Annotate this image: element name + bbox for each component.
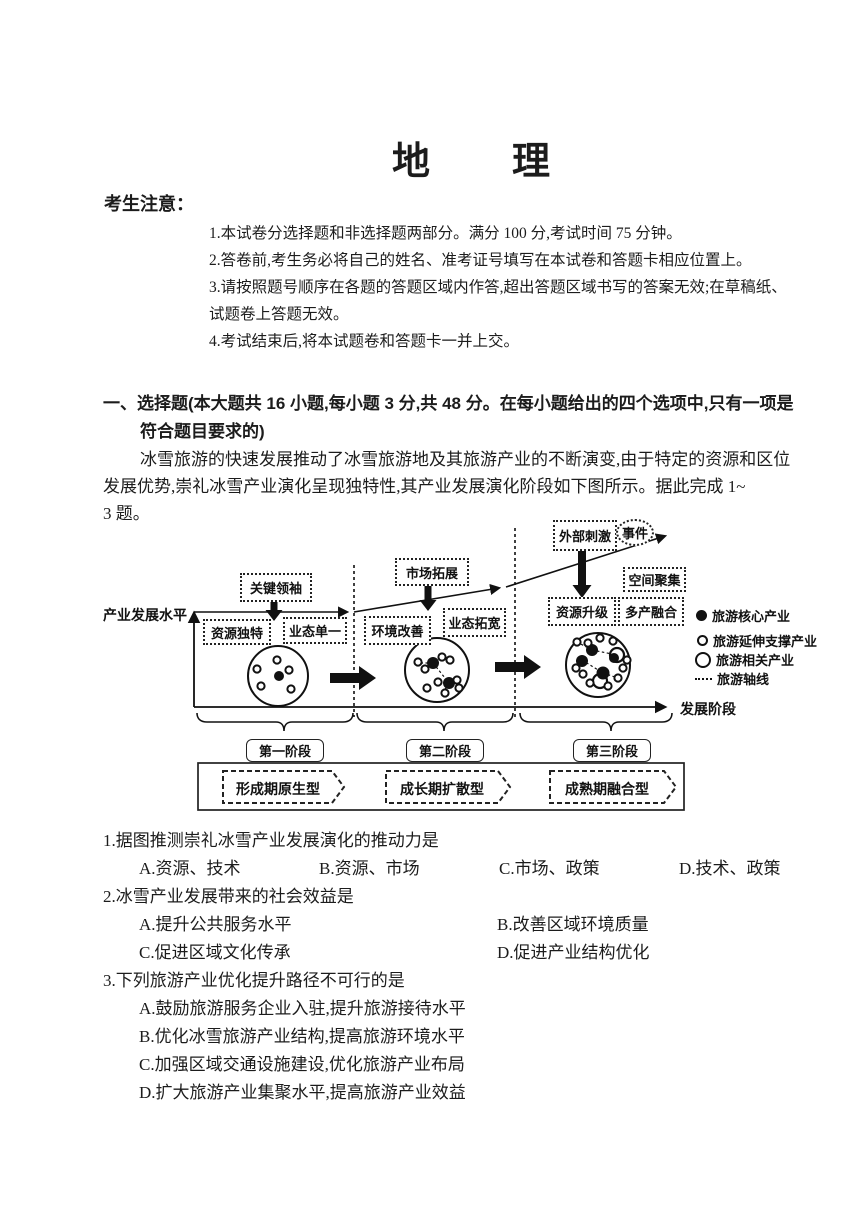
feature-box-stage1-resources: 资源独特: [203, 619, 271, 645]
question-1-option-c: C.市场、政策: [499, 859, 600, 878]
page-title: 地 理: [392, 141, 553, 183]
question-2-option-a: A.提升公共服务水平: [139, 915, 292, 934]
event-oval: 事件: [616, 519, 654, 546]
banner-stage3: 成熟期融合型: [565, 781, 649, 797]
banner-stage1: 形成期原生型: [236, 781, 320, 797]
intro-line-2: 发展优势,崇礼冰雪产业演化呈现独特性,其产业发展演化阶段如下图所示。据此完成 1…: [103, 477, 746, 496]
section-heading-line1: 一、选择题(本大题共 16 小题,每小题 3 分,共 48 分。在每小题给出的四…: [103, 394, 794, 413]
stage-label-2: 第二阶段: [406, 739, 484, 762]
question-1-stem: 1.据图推测崇礼冰雪产业发展演化的推动力是: [103, 831, 439, 850]
notice-line-4: 4.考试结束后,将本试题卷和答题卡一并上交。: [209, 333, 520, 350]
driver-box-stage1: 关键领袖: [240, 573, 312, 602]
feature-box-stage2-format: 业态拓宽: [443, 608, 506, 637]
core-industry-dot-icon: [696, 610, 707, 621]
industry-evolution-diagram: 产业发展水平 发展阶段 关键领袖 资源独特 业态单一 市场拓展 环境改善 业态拓…: [95, 500, 855, 820]
legend-row-related: 旅游相关产业: [695, 650, 794, 669]
question-2-stem: 2.冰雪产业发展带来的社会效益是: [103, 887, 354, 906]
notice-line-1: 1.本试卷分选择题和非选择题两部分。满分 100 分,考试时间 75 分钟。: [209, 225, 682, 242]
question-2-option-b: B.改善区域环境质量: [497, 915, 649, 934]
question-3-option-c: C.加强区域交通设施建设,优化旅游产业布局: [139, 1055, 465, 1074]
question-3-stem: 3.下列旅游产业优化提升路径不可行的是: [103, 971, 405, 990]
legend-axis-label: 旅游轴线: [717, 672, 770, 687]
legend-row-core: 旅游核心产业: [696, 606, 790, 625]
driver-box-stage2: 市场拓展: [395, 558, 469, 586]
question-1-option-a: A.资源、技术: [139, 859, 241, 878]
related-industry-circle-icon: [695, 651, 711, 668]
legend-related-label: 旅游相关产业: [716, 653, 795, 668]
question-1-option-d: D.技术、政策: [679, 859, 781, 878]
question-2-option-c: C.促进区域文化传承: [139, 943, 291, 962]
question-1-option-b: B.资源、市场: [319, 859, 420, 878]
notice-heading: 考生注意：: [104, 194, 194, 214]
legend-support-label: 旅游延伸支撑产业: [713, 634, 818, 649]
legend-core-label: 旅游核心产业: [712, 609, 791, 624]
intro-line-1: 冰雪旅游的快速发展推动了冰雪旅游地及其旅游产业的不断演变,由于特定的资源和区位: [140, 450, 791, 469]
diagram-graphic: [187, 528, 685, 811]
banner-stage2: 成长期扩散型: [400, 781, 484, 797]
feature-box-stage3-fusion: 多产融合: [618, 597, 684, 626]
stage-label-3: 第三阶段: [573, 739, 651, 762]
intro-line-3: 3 题。: [103, 504, 150, 523]
section-heading-line2: 符合题目要求的): [140, 422, 265, 441]
question-3-option-b: B.优化冰雪旅游产业结构,提高旅游环境水平: [139, 1027, 465, 1046]
feature-box-stage3-upgrade: 资源升级: [548, 597, 616, 626]
feature-box-stage1-format: 业态单一: [283, 617, 347, 644]
legend-row-support: 旅游延伸支撑产业: [697, 631, 817, 650]
notice-line-3: 3.请按照题号顺序在各题的答题区域内作答,超出答题区域书写的答案无效;在草稿纸、: [209, 279, 787, 296]
question-3-option-a: A.鼓励旅游服务企业入驻,提升旅游接待水平: [139, 999, 466, 1018]
support-industry-dot-icon: [697, 635, 708, 646]
question-3-option-d: D.扩大旅游产业集聚水平,提高旅游产业效益: [139, 1083, 466, 1102]
feature-box-stage2-environment: 环境改善: [364, 616, 431, 645]
x-axis-label: 发展阶段: [680, 701, 736, 717]
notice-line-3-wrap: 试题卷上答题无效。: [209, 306, 349, 323]
question-2-option-d: D.促进产业结构优化: [497, 943, 650, 962]
legend-row-axis: 旅游轴线: [695, 669, 769, 688]
notice-line-2: 2.答卷前,考生务必将自己的姓名、准考证号填写在本试卷和答题卡相应位置上。: [209, 252, 752, 269]
tourism-axis-dash-icon: [695, 677, 712, 680]
feature-box-stage3-cluster: 空间聚集: [623, 567, 686, 592]
stage-label-1: 第一阶段: [246, 739, 324, 762]
y-axis-label: 产业发展水平: [103, 607, 187, 623]
driver-box-stage3: 外部刺激: [553, 520, 617, 551]
